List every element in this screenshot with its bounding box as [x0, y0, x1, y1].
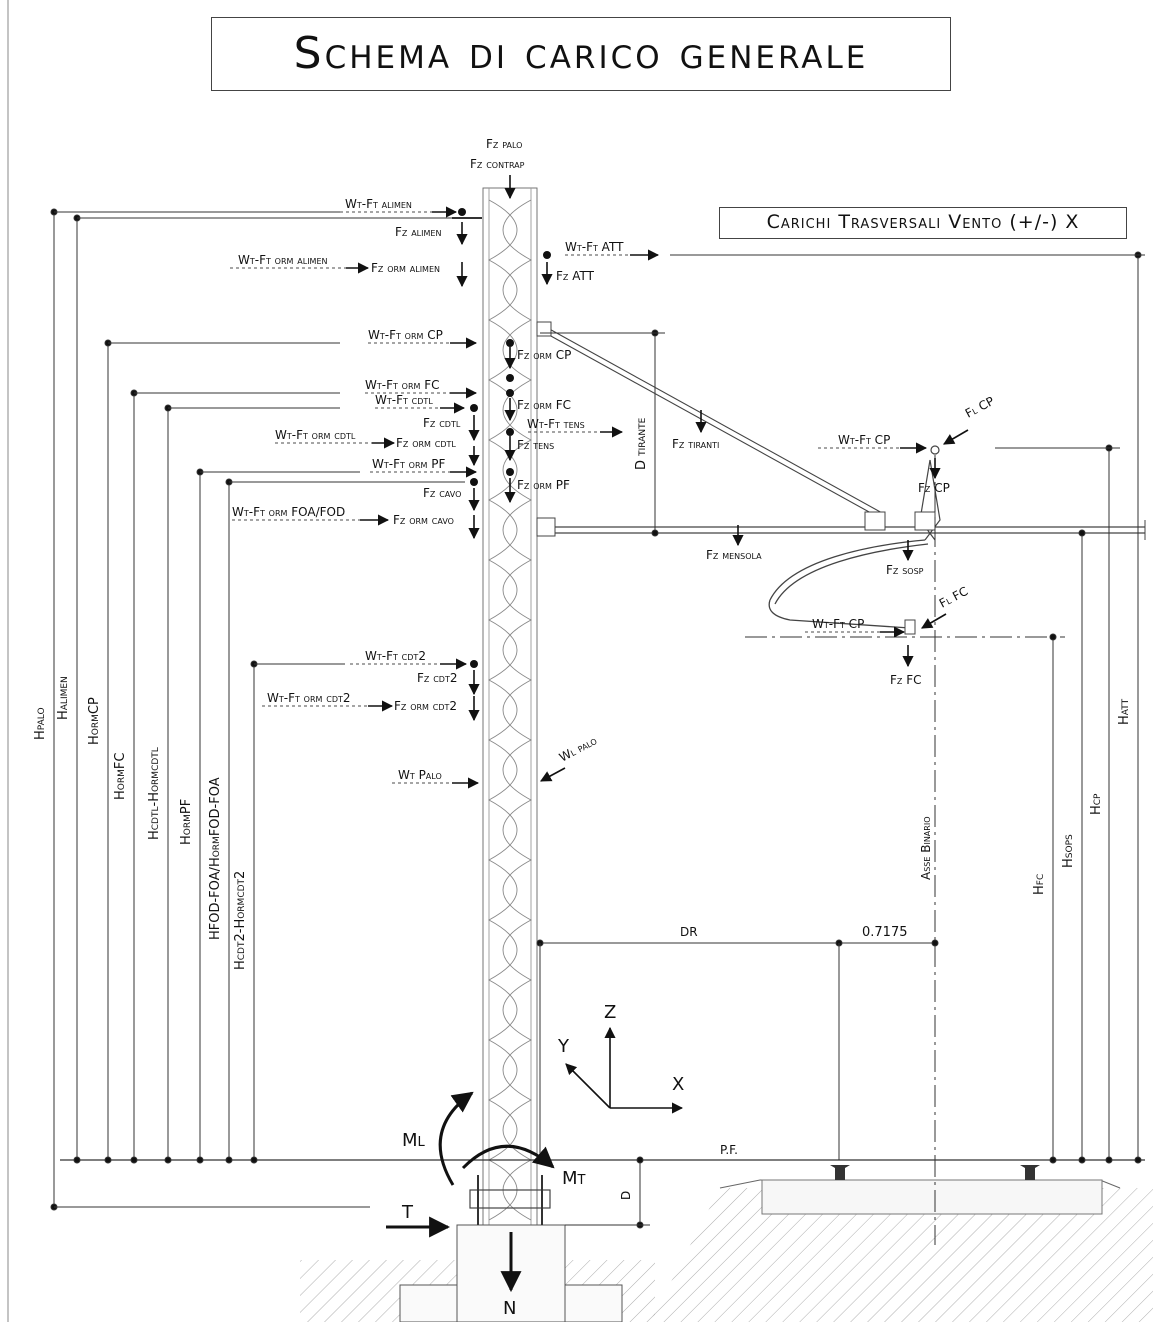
fz-orm-fc-label: Fz orm FC — [517, 398, 571, 412]
d-tirante-dimension — [540, 329, 665, 537]
fl-cp-label: Fl CP — [963, 394, 997, 421]
page-title: Schema di carico generale — [293, 28, 869, 79]
hcdt2-label: Hcdt2-Hormcdt2 — [233, 871, 248, 970]
fz-tiranti-label: Fz tiranti — [672, 437, 719, 451]
wt-ft-cp-2-label: Wt-Ft CP — [812, 617, 864, 631]
hfod-foa-label: HFOD-FOA/HormFOD-FOA — [208, 777, 223, 940]
fz-mensola-label: Fz mensola — [706, 548, 762, 562]
hcdt1-label: Hcdtl-Hormcdtl — [147, 747, 162, 840]
load-arrows — [230, 175, 969, 789]
axes-triad — [565, 1026, 684, 1114]
wt-ft-alimen-label: Wt-Ft alimen — [345, 197, 412, 211]
n-label: N — [503, 1298, 516, 1319]
wt-ft-orm-cdt1-label: Wt-Ft orm cdtl — [275, 428, 356, 442]
fz-cdt1-label: Fz cdtl — [423, 416, 461, 430]
wt-ft-orm-foa-fod-label: Wt-Ft orm FOA/FOD — [232, 505, 345, 519]
halimen-label: Halimen — [56, 676, 71, 720]
fz-cp-label: Fz CP — [918, 481, 950, 495]
fz-cavo-label: Fz cavo — [423, 486, 461, 500]
hpalo-label: Hpalo — [33, 707, 48, 740]
fz-palo-label: Fz palo — [486, 137, 522, 151]
axis-z-label: Z — [604, 1002, 616, 1023]
fz-cdt2-label: Fz cdt2 — [417, 671, 457, 685]
fz-tens-label: Fz tens — [517, 438, 554, 452]
wl-palo-label: Wl palo — [557, 733, 599, 764]
fz-contrap-label: Fz contrap — [470, 157, 525, 171]
hfc-label: Hfc — [1032, 874, 1047, 895]
d-tirante-label: D tirante — [634, 417, 649, 470]
fz-orm-alimen-label: Fz orm alimen — [371, 261, 440, 275]
wt-ft-orm-alimen-label: Wt-Ft orm alimen — [238, 253, 328, 267]
hatt-label: Hatt — [1117, 698, 1132, 725]
mt-label: Mt — [562, 1168, 586, 1189]
fz-fc-label: Fz FC — [890, 673, 921, 687]
left-height-labels: Hpalo Halimen HormCP HormFC Hcdtl-Hormcd… — [33, 676, 248, 970]
dr-label: DR — [680, 925, 698, 939]
wt-ft-cp-label: Wt-Ft CP — [838, 433, 890, 447]
fz-alimen-label: Fz alimen — [395, 225, 441, 239]
right-height-dimensions — [670, 251, 1145, 1164]
wt-ft-cdt2-label: Wt-Ft cdt2 — [365, 649, 426, 663]
attachment-points — [452, 208, 551, 668]
title-box: Schema di carico generale — [211, 17, 951, 91]
hormpf-label: HormPF — [179, 799, 194, 845]
wt-palo-label: Wt Palo — [398, 768, 442, 782]
wt-ft-orm-fc-label: Wt-Ft orm FC — [365, 378, 440, 392]
diagram-subtitle: Carichi Trasversali Vento (+/-) X — [766, 211, 1080, 233]
fl-fc-label: Fl FC — [937, 584, 970, 611]
axis-y-label: Y — [557, 1036, 570, 1057]
d-label: D — [619, 1191, 633, 1200]
d-foundation-dimension — [565, 1156, 650, 1229]
fz-att-label: Fz ATT — [556, 269, 595, 283]
fz-sosp-label: Fz sosp — [886, 563, 924, 577]
wt-ft-orm-cp-label: Wt-Ft orm CP — [368, 328, 443, 342]
fz-orm-cp-label: Fz orm CP — [517, 348, 571, 362]
wt-ft-orm-pf-label: Wt-Ft orm PF — [372, 457, 445, 471]
wt-ft-orm-cdt2-label: Wt-Ft orm cdt2 — [267, 691, 351, 705]
fz-orm-pf-label: Fz orm PF — [517, 478, 570, 492]
right-height-labels: Hfc Hsops Hcp Hatt — [1032, 698, 1132, 895]
load-labels: Fz palo Fz contrap Wt-Ft alimen Fz alime… — [232, 137, 997, 782]
hormcp-label: HormCP — [87, 697, 102, 745]
wt-ft-att-label: Wt-Ft ATT — [565, 240, 624, 254]
wt-ft-tens-label: Wt-Ft tens — [527, 417, 585, 431]
hcp-label: Hcp — [1089, 793, 1104, 815]
wt-ft-cdt1-label: Wt-Ft cdtl — [375, 393, 433, 407]
track-ballast — [650, 1165, 1153, 1322]
hormfc-label: HormFC — [113, 753, 128, 800]
base-reactions — [386, 1091, 555, 1293]
axis-x-label: X — [672, 1074, 684, 1095]
fz-orm-cdt1-label: Fz orm cdtl — [396, 436, 456, 450]
fz-orm-cavo-label: Fz orm cavo — [393, 513, 454, 527]
dr-dimension — [536, 939, 939, 1160]
asse-binario-label: Asse Binario — [919, 817, 933, 881]
pf-label: P.F. — [720, 1143, 738, 1157]
t-label: T — [401, 1202, 414, 1223]
subtitle-box: Carichi Trasversali Vento (+/-) X — [719, 207, 1127, 239]
left-height-dimensions — [50, 208, 465, 1211]
hsops-label: Hsops — [1061, 834, 1076, 868]
ml-label: Ml — [402, 1130, 426, 1151]
foundation — [300, 1175, 655, 1322]
cantilever — [536, 321, 1146, 635]
lattice-pole — [482, 187, 538, 1319]
fz-orm-cdt2-label: Fz orm cdt2 — [394, 699, 457, 713]
dim-0-7175: 0.7175 — [862, 925, 908, 940]
